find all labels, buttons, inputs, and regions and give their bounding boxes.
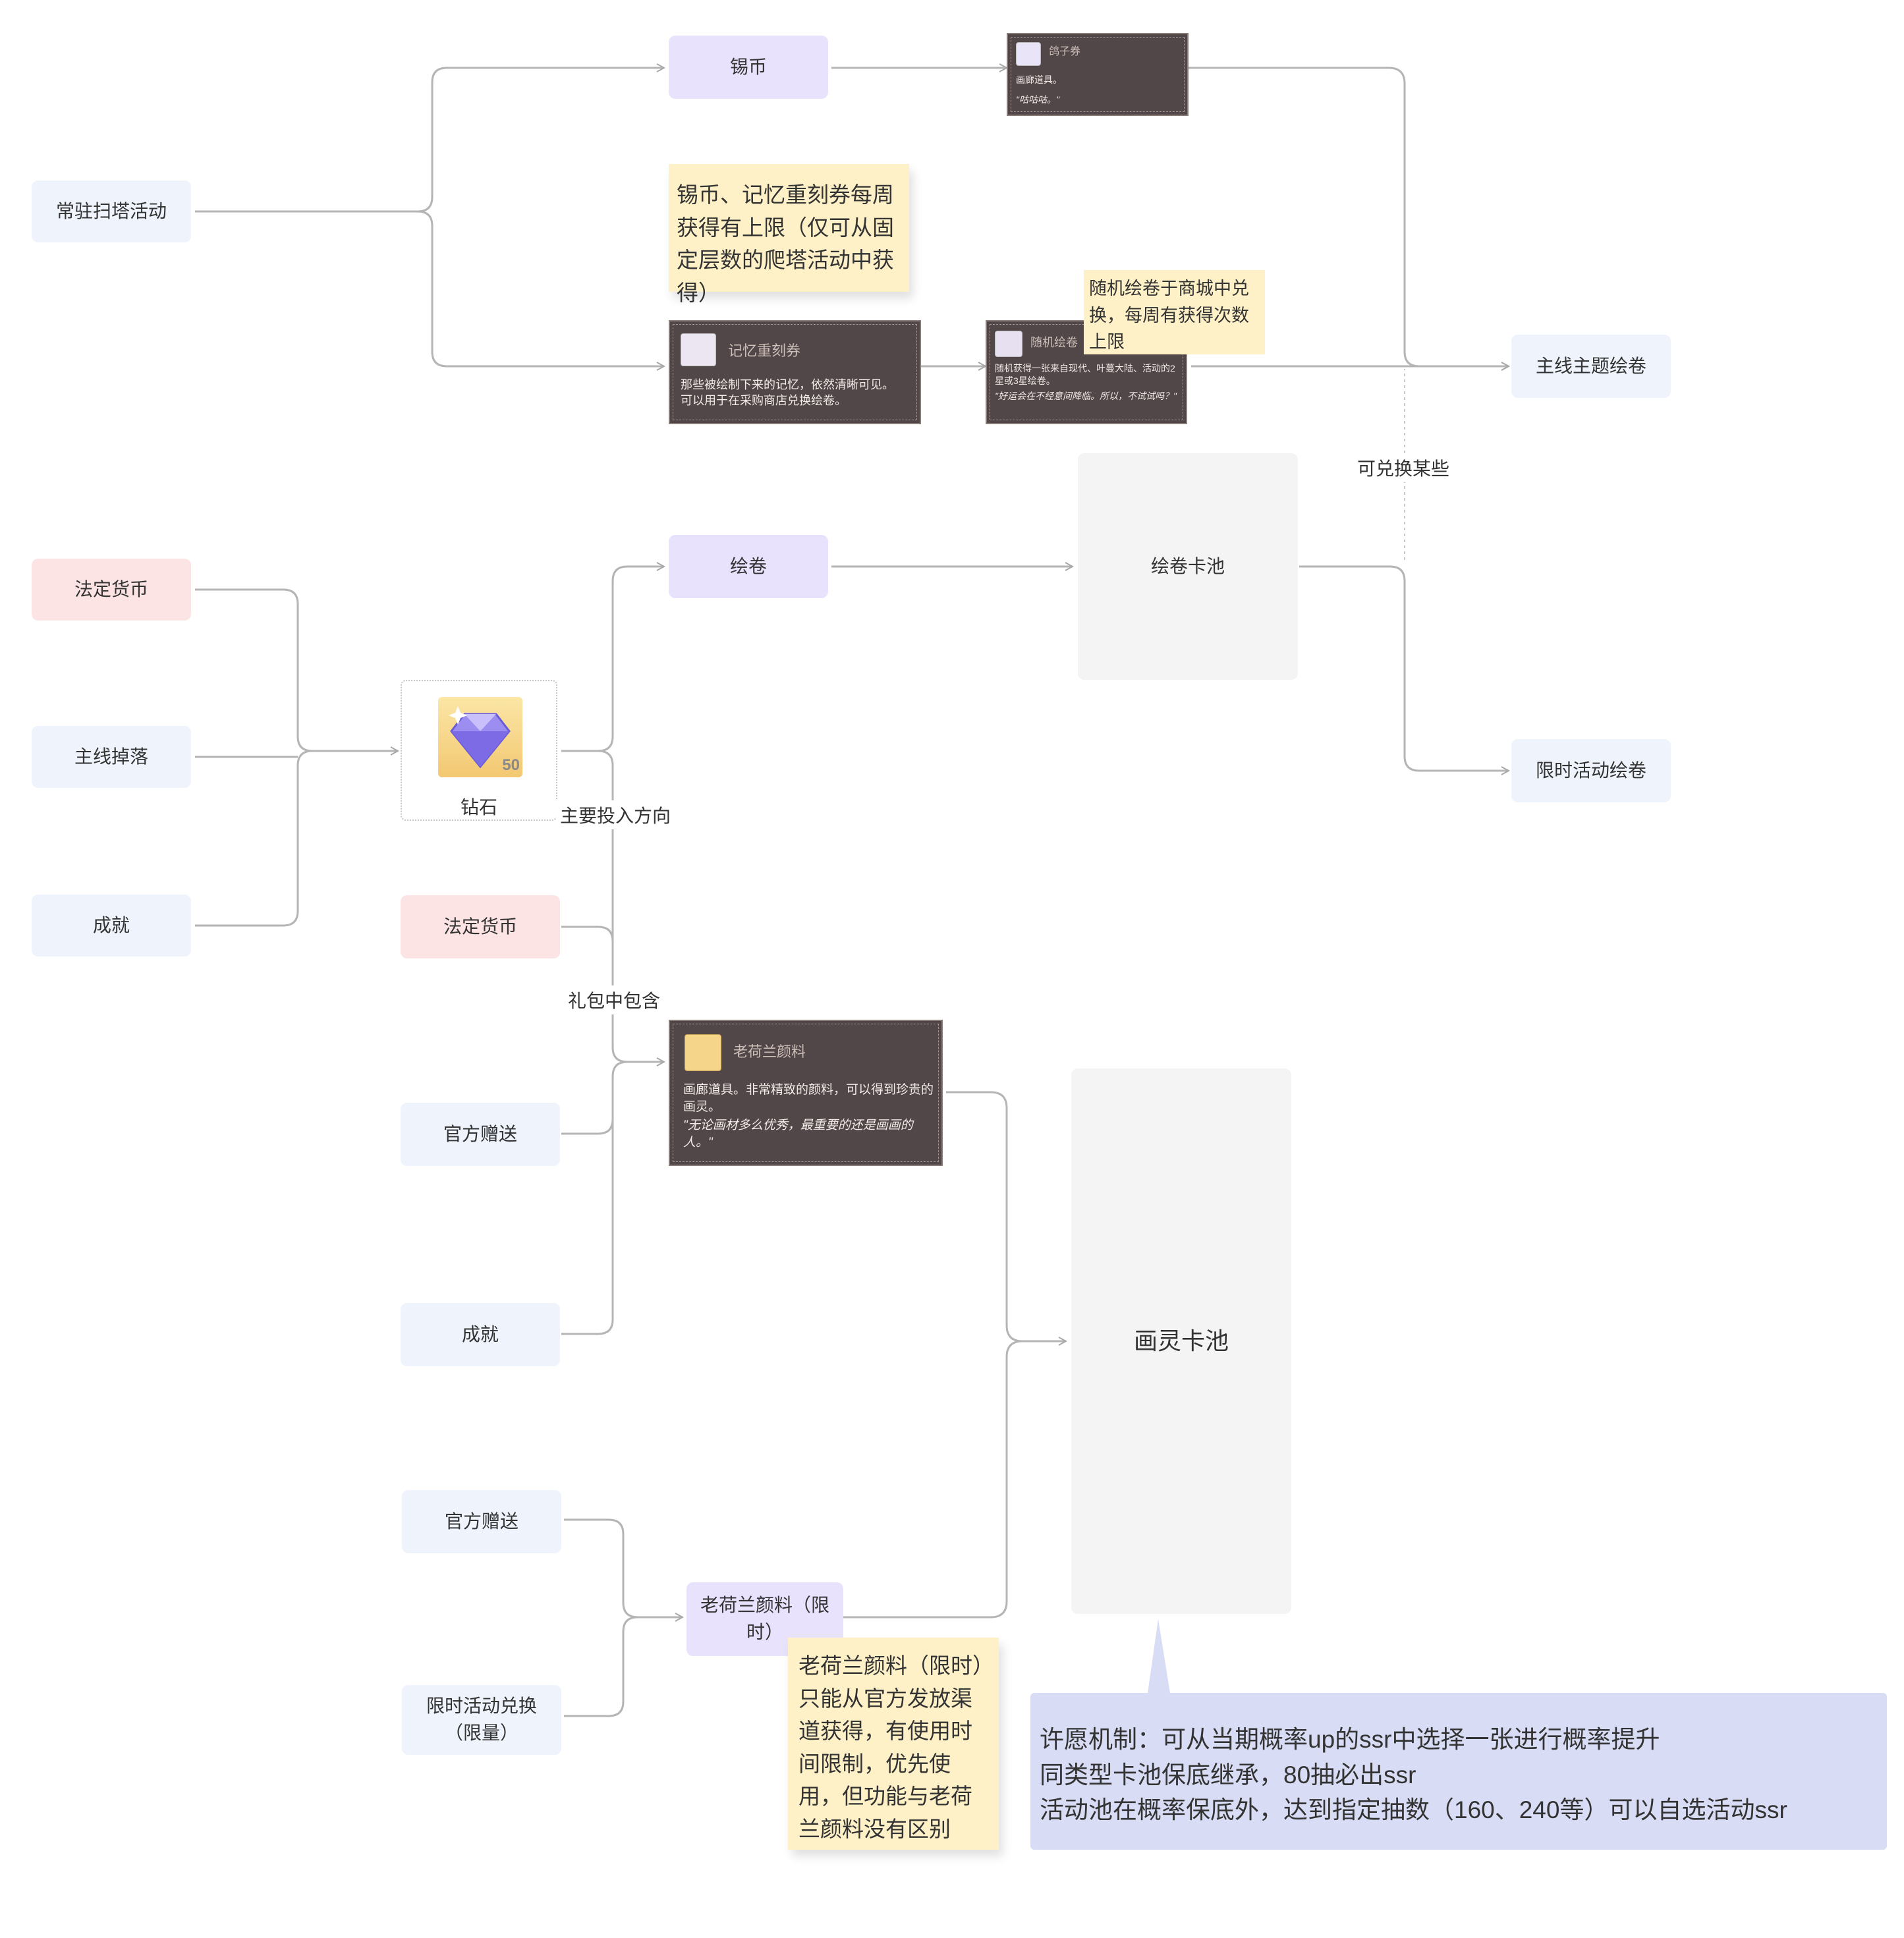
node-spirit-pool[interactable]: 画灵卡池 <box>1071 1068 1291 1614</box>
node-main-theme-scroll[interactable]: 主线主题绘卷 <box>1511 335 1671 398</box>
item-card-desc: 那些被绘制下来的记忆，依然清晰可见。 可以用于在采购商店兑换绘卷。 <box>681 378 894 408</box>
wish-line-1: 许愿机制：可从当期概率up的ssr中选择一张进行概率提升 <box>1040 1726 1660 1753</box>
item-card-desc: 画廊道具。非常精致的颜料，可以得到珍贵的画灵。 <box>683 1083 934 1114</box>
node-tower-activity[interactable]: 常驻扫塔活动 <box>32 180 191 242</box>
item-card-desc: 画廊道具。 <box>1016 74 1062 85</box>
item-card-quote: "咕咕咕。" <box>1016 94 1059 105</box>
node-scroll-pool[interactable]: 绘卷卡池 <box>1078 453 1298 680</box>
edge-diamond-to-paint <box>598 750 664 1062</box>
edge-achieve2-to-paint <box>561 1120 614 1335</box>
edge-tower-to-tin <box>195 68 664 213</box>
item-card-desc: 随机获得一张来自现代、叶蔓大陆、活动的2星或3星绘卷。 <box>995 363 1175 386</box>
diamond-icon-graphic <box>449 706 511 769</box>
edge-gift2-to-limitedpaint <box>564 1518 683 1617</box>
ticket-icon <box>1016 42 1041 66</box>
node-scroll[interactable]: 绘卷 <box>669 535 828 598</box>
edge-tower-to-memory <box>417 210 664 366</box>
edge-exchange-to-limitedpaint <box>564 1616 638 1717</box>
wish-line-3: 活动池在概率保底外，达到指定抽数（160、240等）可以自选活动ssr <box>1040 1796 1787 1824</box>
item-card-quote: "无论画材多么优秀，最重要的还是画画的人。" <box>683 1119 913 1149</box>
edge-pool-to-limited <box>1299 565 1509 771</box>
diamond-count: 50 <box>502 756 520 774</box>
card-frame <box>1011 37 1185 112</box>
label-gift-package: 礼包中包含 <box>564 985 665 1014</box>
item-card-quote: "好运会在不经意间降临。所以，不试试吗？" <box>995 391 1177 401</box>
node-limited-exchange[interactable]: 限时活动兑换（限量） <box>402 1685 561 1755</box>
ticket-icon <box>681 333 716 366</box>
edge-legal-to-diamond <box>195 588 398 751</box>
note-random-scroll-text: 随机绘卷于商城中兑换，每周有获得次数上限 <box>1089 279 1249 352</box>
edge-achieve-to-diamond <box>195 750 313 927</box>
edge-limitedpaint-to-spirit <box>843 1340 1023 1619</box>
item-card-pigeon[interactable]: 鸽子券 画廊道具。 "咕咕咕。" <box>1007 33 1189 116</box>
edge-diamond-to-scroll <box>561 567 664 752</box>
note-limited-paint: 老荷兰颜料（限时）只能从官方发放渠道获得，有使用时间限制，优先使用，但功能与老荷… <box>788 1638 999 1850</box>
diamond-label: 钻石 <box>460 797 497 817</box>
diamond-icon: 50 <box>438 697 522 777</box>
node-limited-scroll[interactable]: 限时活动绘卷 <box>1511 739 1671 802</box>
item-card-name: 老荷兰颜料 <box>733 1043 806 1060</box>
item-card-memory[interactable]: 记忆重刻券 那些被绘制下来的记忆，依然清晰可见。 可以用于在采购商店兑换绘卷。 <box>669 320 921 424</box>
wish-line-2: 同类型卡池保底继承，80抽必出ssr <box>1040 1761 1416 1788</box>
scroll-icon <box>995 331 1022 357</box>
label-exchange-some: 可兑换某些 <box>1353 453 1454 482</box>
card-frame <box>673 324 917 420</box>
card-frame <box>673 1024 939 1162</box>
node-legal-currency-2[interactable]: 法定货币 <box>401 895 560 958</box>
item-card-name: 随机绘卷 <box>1030 336 1078 349</box>
node-main-drop[interactable]: 主线掉落 <box>32 726 191 788</box>
label-main-direction: 主要投入方向 <box>556 800 675 829</box>
node-official-gift-2[interactable]: 官方赠送 <box>402 1490 561 1553</box>
node-official-gift[interactable]: 官方赠送 <box>401 1103 560 1166</box>
node-achievement[interactable]: 成就 <box>32 895 191 956</box>
wish-note-pointer <box>1148 1619 1170 1693</box>
note-wish-mechanism: 许愿机制：可从当期概率up的ssr中选择一张进行概率提升 同类型卡池保底继承，8… <box>1030 1693 1887 1850</box>
note-random-scroll: 随机绘卷于商城中兑换，每周有获得次数上限 <box>1084 270 1265 354</box>
edge-paint-to-spirit <box>946 1091 1066 1341</box>
edge-legal2-to-paint <box>561 926 614 1047</box>
item-card-old-dutch-paint[interactable]: 老荷兰颜料 画廊道具。非常精致的颜料，可以得到珍贵的画灵。 "无论画材多么优秀，… <box>669 1020 943 1166</box>
edge-gift-to-paint <box>561 1061 628 1135</box>
node-diamond[interactable]: 50 钻石 <box>401 680 557 821</box>
node-legal-currency[interactable]: 法定货币 <box>32 559 191 621</box>
note-limited-paint-text: 老荷兰颜料（限时）只能从官方发放渠道获得，有使用时间限制，优先使用，但功能与老荷… <box>798 1653 984 1841</box>
note-weekly-limit: 锡币、记忆重刻券每周获得有上限（仅可从固定层数的爬塔活动中获得） <box>669 164 909 305</box>
note-weekly-limit-text: 锡币、记忆重刻券每周获得有上限（仅可从固定层数的爬塔活动中获得） <box>677 182 894 305</box>
item-card-name: 鸽子券 <box>1049 46 1081 57</box>
item-card-name: 记忆重刻券 <box>728 343 801 359</box>
node-achievement-2[interactable]: 成就 <box>401 1303 560 1366</box>
node-tin-coin[interactable]: 锡币 <box>669 36 828 99</box>
paint-box-icon <box>685 1034 721 1071</box>
